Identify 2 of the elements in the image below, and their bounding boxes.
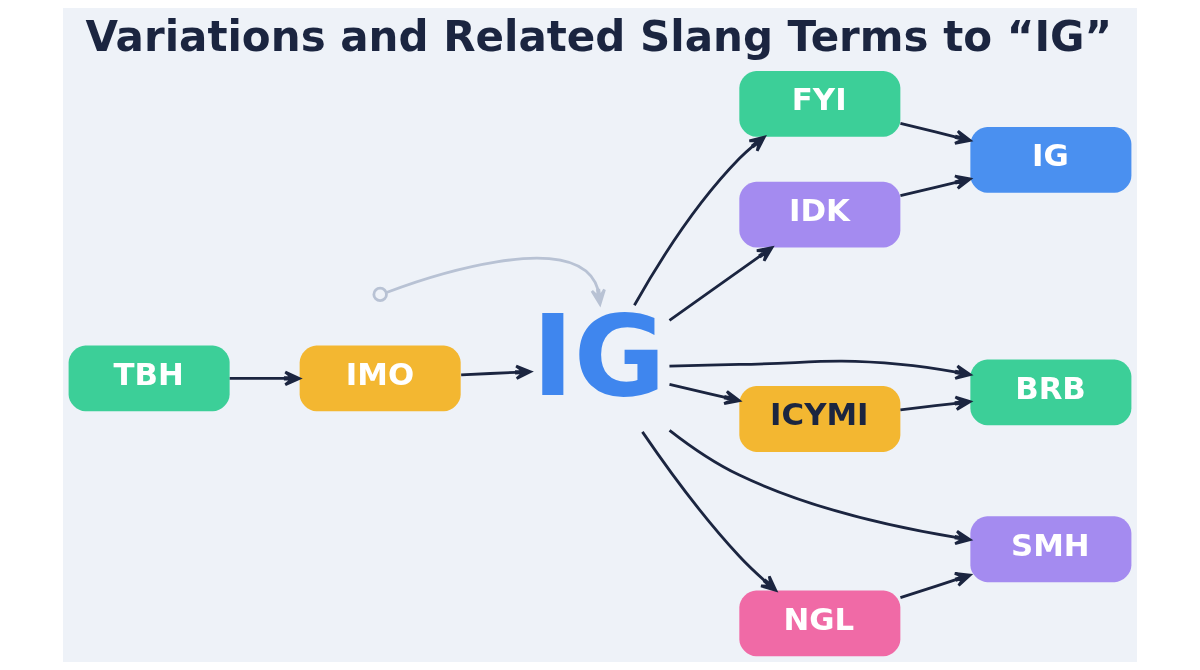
- node-text: IG: [532, 291, 666, 422]
- diagram-title: Variations and Related Slang Terms to “IG”: [85, 12, 1113, 62]
